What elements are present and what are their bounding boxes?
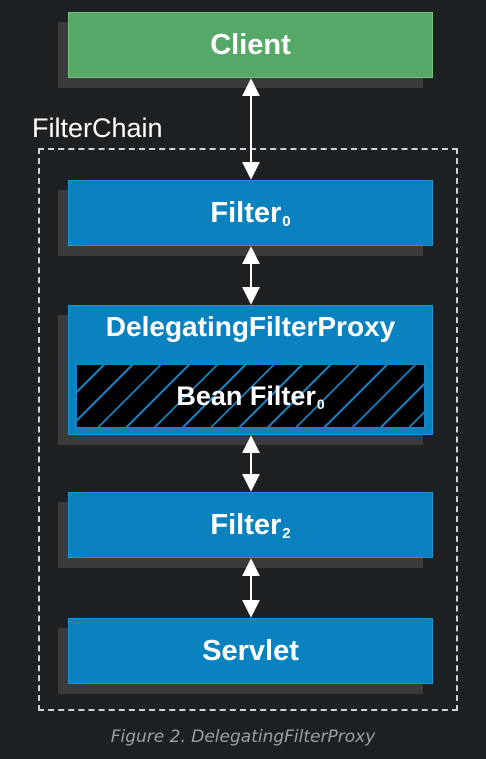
figure-caption: Figure 2. DelegatingFilterProxy [110,727,376,747]
client-label: Client [210,28,291,61]
filter0-label: Filter [210,196,282,229]
filterchain-label: FilterChain [32,113,163,143]
bean-filter-subscript: 0 [316,396,325,412]
delegating-filter-proxy-title: DelegatingFilterProxy [105,311,396,342]
filter2-subscript: 2 [282,524,291,542]
servlet-box: Servlet [68,618,433,684]
filter0-subscript: 0 [282,212,291,230]
servlet-label: Servlet [202,634,299,667]
bean-filter-label: Bean Filter [176,380,316,411]
client-box: Client [68,12,433,78]
filter2-label: Filter [210,508,282,541]
